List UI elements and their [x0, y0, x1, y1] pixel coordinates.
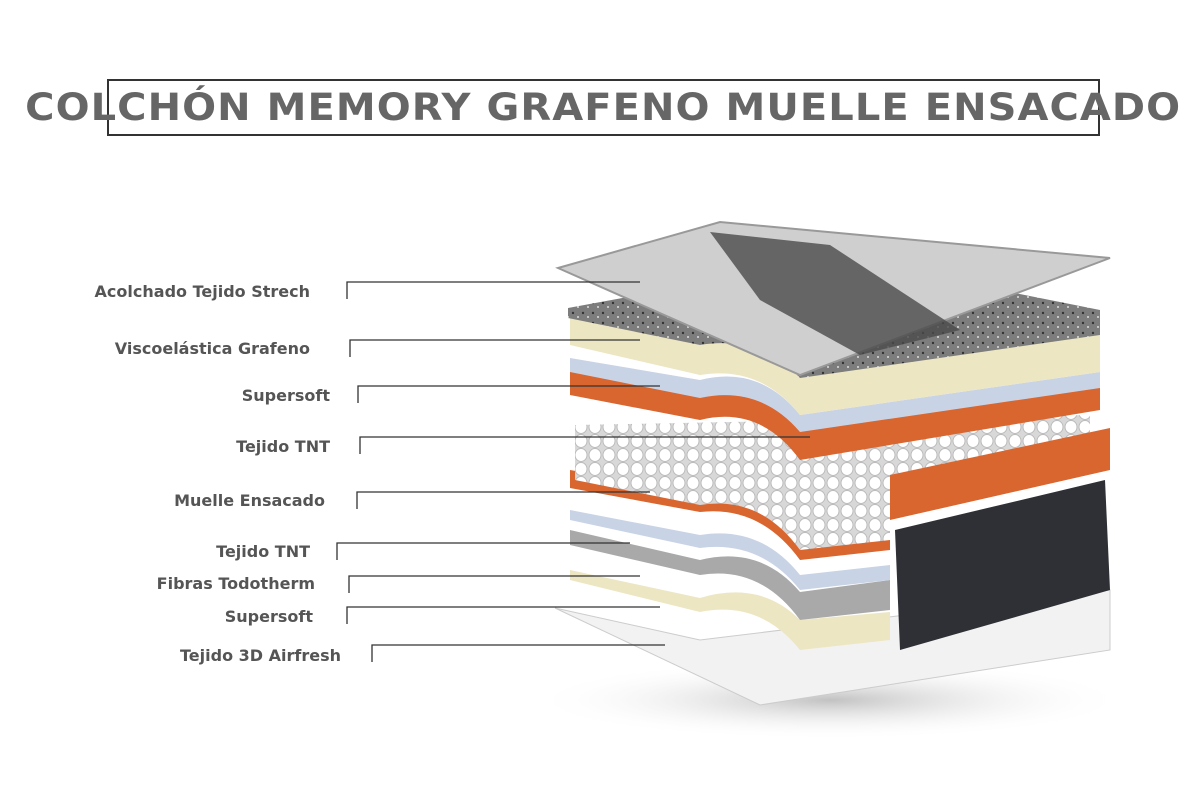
leader-line	[357, 385, 660, 403]
leader-line	[359, 436, 810, 454]
layer-supersoft-top	[570, 318, 1100, 415]
leader-lines	[336, 281, 810, 662]
leader-line	[371, 644, 665, 662]
cover-pattern	[710, 232, 960, 355]
layer-tnt-bottom	[570, 510, 890, 590]
title-box: COLCHÓN MEMORY GRAFENO MUELLE ENSACADO	[25, 79, 1180, 136]
shadow	[530, 660, 1130, 740]
leader-line	[356, 491, 650, 509]
layer-tnt-top	[570, 358, 1100, 432]
layer-label: Tejido TNT	[216, 542, 310, 561]
leader-line	[348, 575, 640, 593]
side-orange	[890, 428, 1110, 520]
layer-label: Muelle Ensacado	[174, 491, 325, 510]
layer-label: Supersoft	[224, 607, 313, 626]
diagram-title: COLCHÓN MEMORY GRAFENO MUELLE ENSACADO	[25, 86, 1182, 129]
side-fabric	[895, 480, 1110, 650]
layer-label: Viscoelástica Grafeno	[114, 339, 310, 358]
leader-line	[336, 542, 630, 560]
layer-label: Tejido TNT	[236, 437, 330, 456]
leader-line	[349, 339, 640, 357]
layer-label: Supersoft	[241, 386, 330, 405]
layer-springs	[575, 415, 1090, 550]
leader-line	[346, 606, 660, 624]
layer-label: Fibras Todotherm	[156, 574, 315, 593]
layer-label: Acolchado Tejido Strech	[94, 282, 310, 301]
layer-supersoft-bottom	[570, 570, 890, 650]
layer-fibras	[570, 530, 890, 620]
layer-label: Tejido 3D Airfresh	[180, 646, 341, 665]
leader-line	[346, 281, 640, 299]
layer-orange-top	[570, 370, 1100, 460]
